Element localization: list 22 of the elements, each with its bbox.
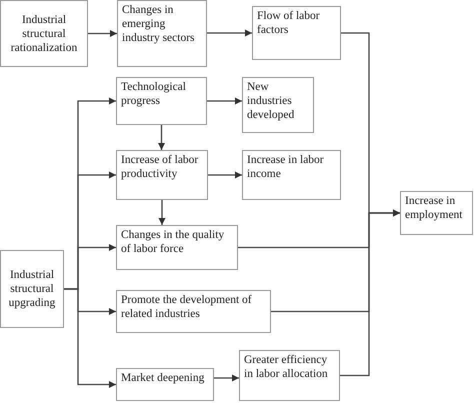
process-box: Technological progress [116, 77, 207, 125]
process-box: New industries developed [242, 77, 314, 133]
arrow [207, 30, 252, 36]
arrow [207, 98, 242, 104]
process-box: Increase in labor income [242, 150, 341, 200]
process-box: Increase of labor productivity [116, 150, 208, 200]
arrow [340, 210, 400, 376]
process-box: Changes in the quality of labor force [116, 225, 238, 270]
process-box: Market deepening [116, 368, 214, 401]
arrow [158, 200, 166, 225]
arrow [208, 172, 242, 178]
arrow [158, 125, 165, 150]
process-box: Changes in emerging industry sectors [117, 0, 207, 67]
arrow [214, 374, 239, 382]
process-box: Increase in employment [400, 191, 473, 235]
process-box: Industrial structural upgrading [0, 250, 64, 328]
process-box: Greater efficiency in labor allocation [239, 350, 340, 401]
process-box: Promote the development of related industries [116, 290, 271, 333]
arrow [88, 30, 117, 37]
process-box: Industrial structural rationalization [0, 0, 88, 67]
process-box: Flow of labor factors [252, 6, 341, 60]
arrow [64, 288, 116, 388]
